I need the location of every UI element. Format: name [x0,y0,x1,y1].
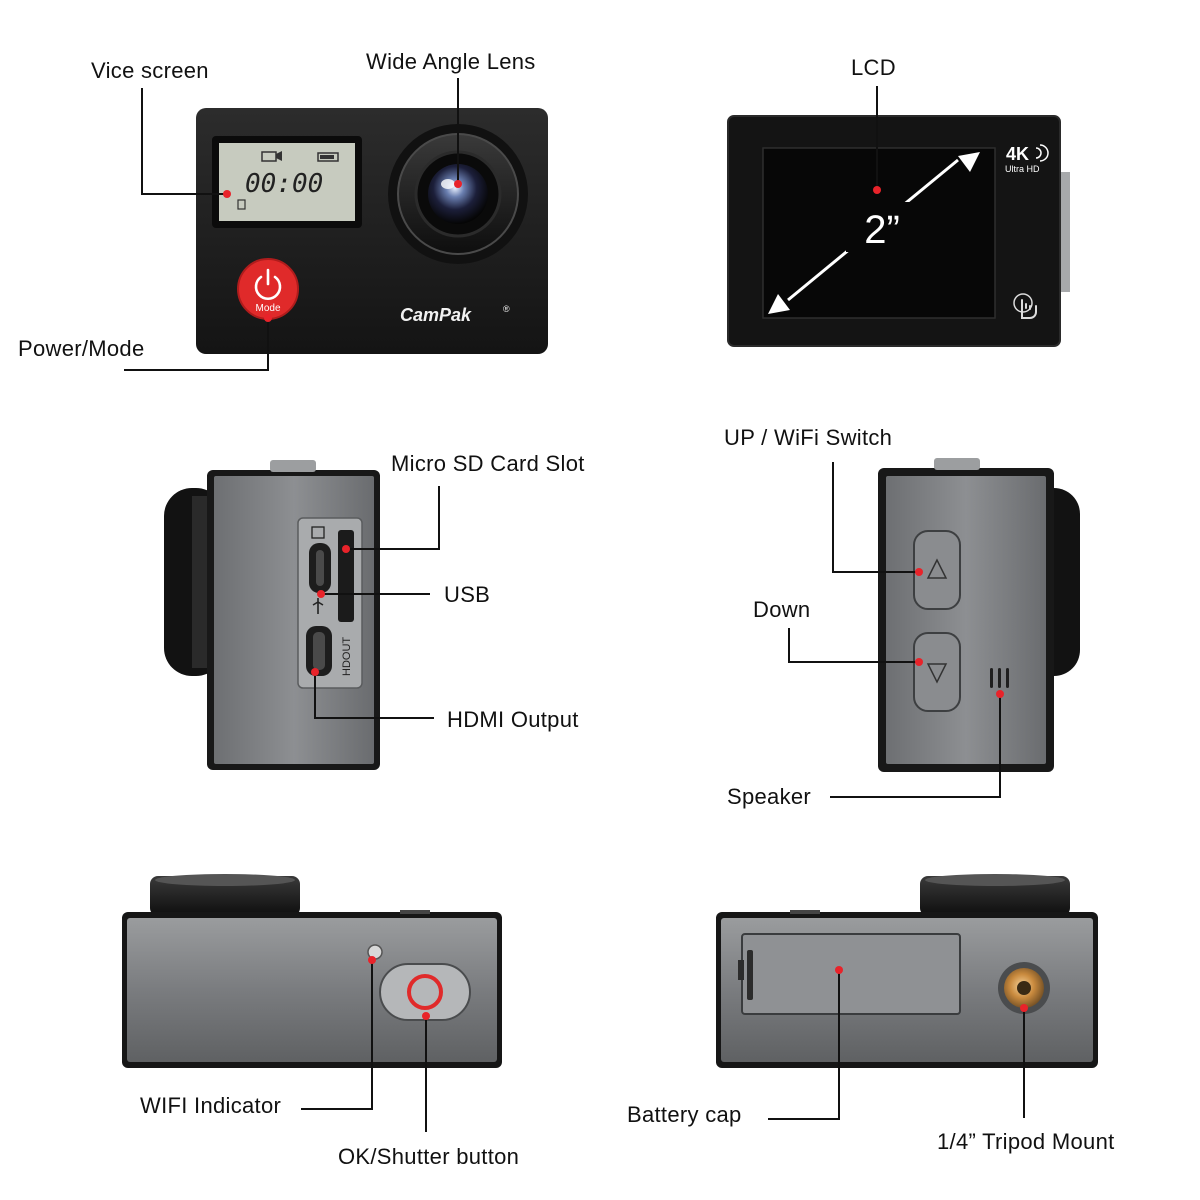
top-mount-nub-right [934,458,980,470]
label-speaker: Speaker [727,784,812,809]
callout-dot-battery-cap [835,966,843,974]
micro-sd-slot[interactable] [338,530,354,622]
label-power-mode: Power/Mode [18,336,145,361]
label-vice-screen: Vice screen [91,58,209,83]
callout-line-wifi-indicator [301,958,373,1110]
callout-dot-sd-slot [342,545,350,553]
callout-dot-hdmi [311,668,319,676]
callout-line-down [788,628,918,663]
bottom-view [716,874,1098,1120]
speaker-grille [990,668,1009,688]
right-side-panel [886,476,1046,764]
callout-dot-power-mode [264,314,272,322]
callout-line-sd-slot [346,486,440,550]
label-tripod-mount: 1/4” Tripod Mount [937,1129,1115,1154]
down-arrow-icon [926,663,948,684]
battery-level-fill [320,155,334,159]
callout-dot-lens [454,180,462,188]
callout-line-battery-cap [768,970,840,1120]
arrow-head-bottom [768,294,790,314]
ultra-hd-label: Ultra HD [1005,164,1040,174]
screen-size-label: 2” [864,208,900,252]
label-wifi-indicator: WIFI Indicator [140,1093,282,1118]
left-side-view: HDOUT [164,460,440,770]
4k-wave-icon [1035,144,1049,162]
video-mode-icon-lens [276,151,282,161]
size-text-backdrop [846,202,918,252]
top-view [122,874,502,1132]
bottom-vent [790,910,820,914]
wide-angle-lens [428,164,488,224]
label-up-wifi-switch: UP / WiFi Switch [724,425,893,450]
callout-dot-usb [317,590,325,598]
right-side-view [788,458,1080,798]
callout-dot-wifi-indicator [368,956,376,964]
callout-dot-tripod [1020,1004,1028,1012]
up-arrow-icon [926,558,948,579]
up-wifi-button[interactable] [913,530,961,610]
label-hdmi-output: HDMI Output [447,707,579,732]
power-icon [254,275,282,300]
callout-dot-lcd [873,186,881,194]
hdout-label: HDOUT [341,637,353,676]
arrow-head-top [958,152,980,172]
usb-symbol-icon [312,598,324,614]
battery-cap[interactable] [741,933,961,1015]
top-panel [127,918,497,1062]
callout-line-power-mode [124,318,269,371]
callout-dot-speaker [996,690,1004,698]
callout-line-speaker [830,694,1001,798]
callout-dot-shutter [422,1012,430,1020]
ok-shutter-button[interactable] [379,963,471,1021]
callout-dot-vice-screen [223,190,231,198]
brand-registered-mark: ® [503,304,510,314]
tripod-mount-thread [1017,981,1031,995]
sd-card-icon [237,199,246,210]
sd-slot-icon [311,526,325,539]
lens-glare [441,179,455,189]
label-battery-cap: Battery cap [627,1102,742,1127]
vice-screen-time: 00:00 [245,169,323,199]
battery-cap-hinge [738,960,744,980]
label-micro-sd-slot: Micro SD Card Slot [391,451,585,476]
lens-bottom-profile [920,876,1070,916]
callout-line-vice-screen [141,88,226,195]
label-lcd: LCD [851,55,896,80]
lens-top-rim [155,874,295,886]
label-wide-angle-lens: Wide Angle Lens [366,49,536,74]
brand-logo: CamPak [400,305,472,325]
battery-cap-latch[interactable] [747,950,753,1000]
lens-bottom-rim [925,874,1065,886]
label-usb: USB [444,582,491,607]
callout-dot-down [915,658,923,666]
callout-dot-up-wifi [915,568,923,576]
touch-hand-icon [1021,299,1037,319]
lens-top-profile [150,876,300,916]
back-view: 2” 4K Ultra HD [727,86,1070,347]
mode-button-label: Mode [255,303,280,314]
hdmi-port-inner [313,632,325,670]
top-mount-nub [270,460,316,472]
shutter-ring-icon [407,974,443,1010]
front-view: 00:00 Mode CamPak ® [124,78,548,371]
label-ok-shutter: OK/Shutter button [338,1144,520,1169]
top-vent [400,910,430,914]
callout-line-up-wifi [832,462,918,573]
4k-badge: 4K [1006,144,1029,164]
callout-line-hdmi [314,674,434,719]
usb-port-inner [316,550,324,586]
down-button[interactable] [913,632,961,712]
battery-level-icon [317,152,339,162]
label-down: Down [753,597,811,622]
